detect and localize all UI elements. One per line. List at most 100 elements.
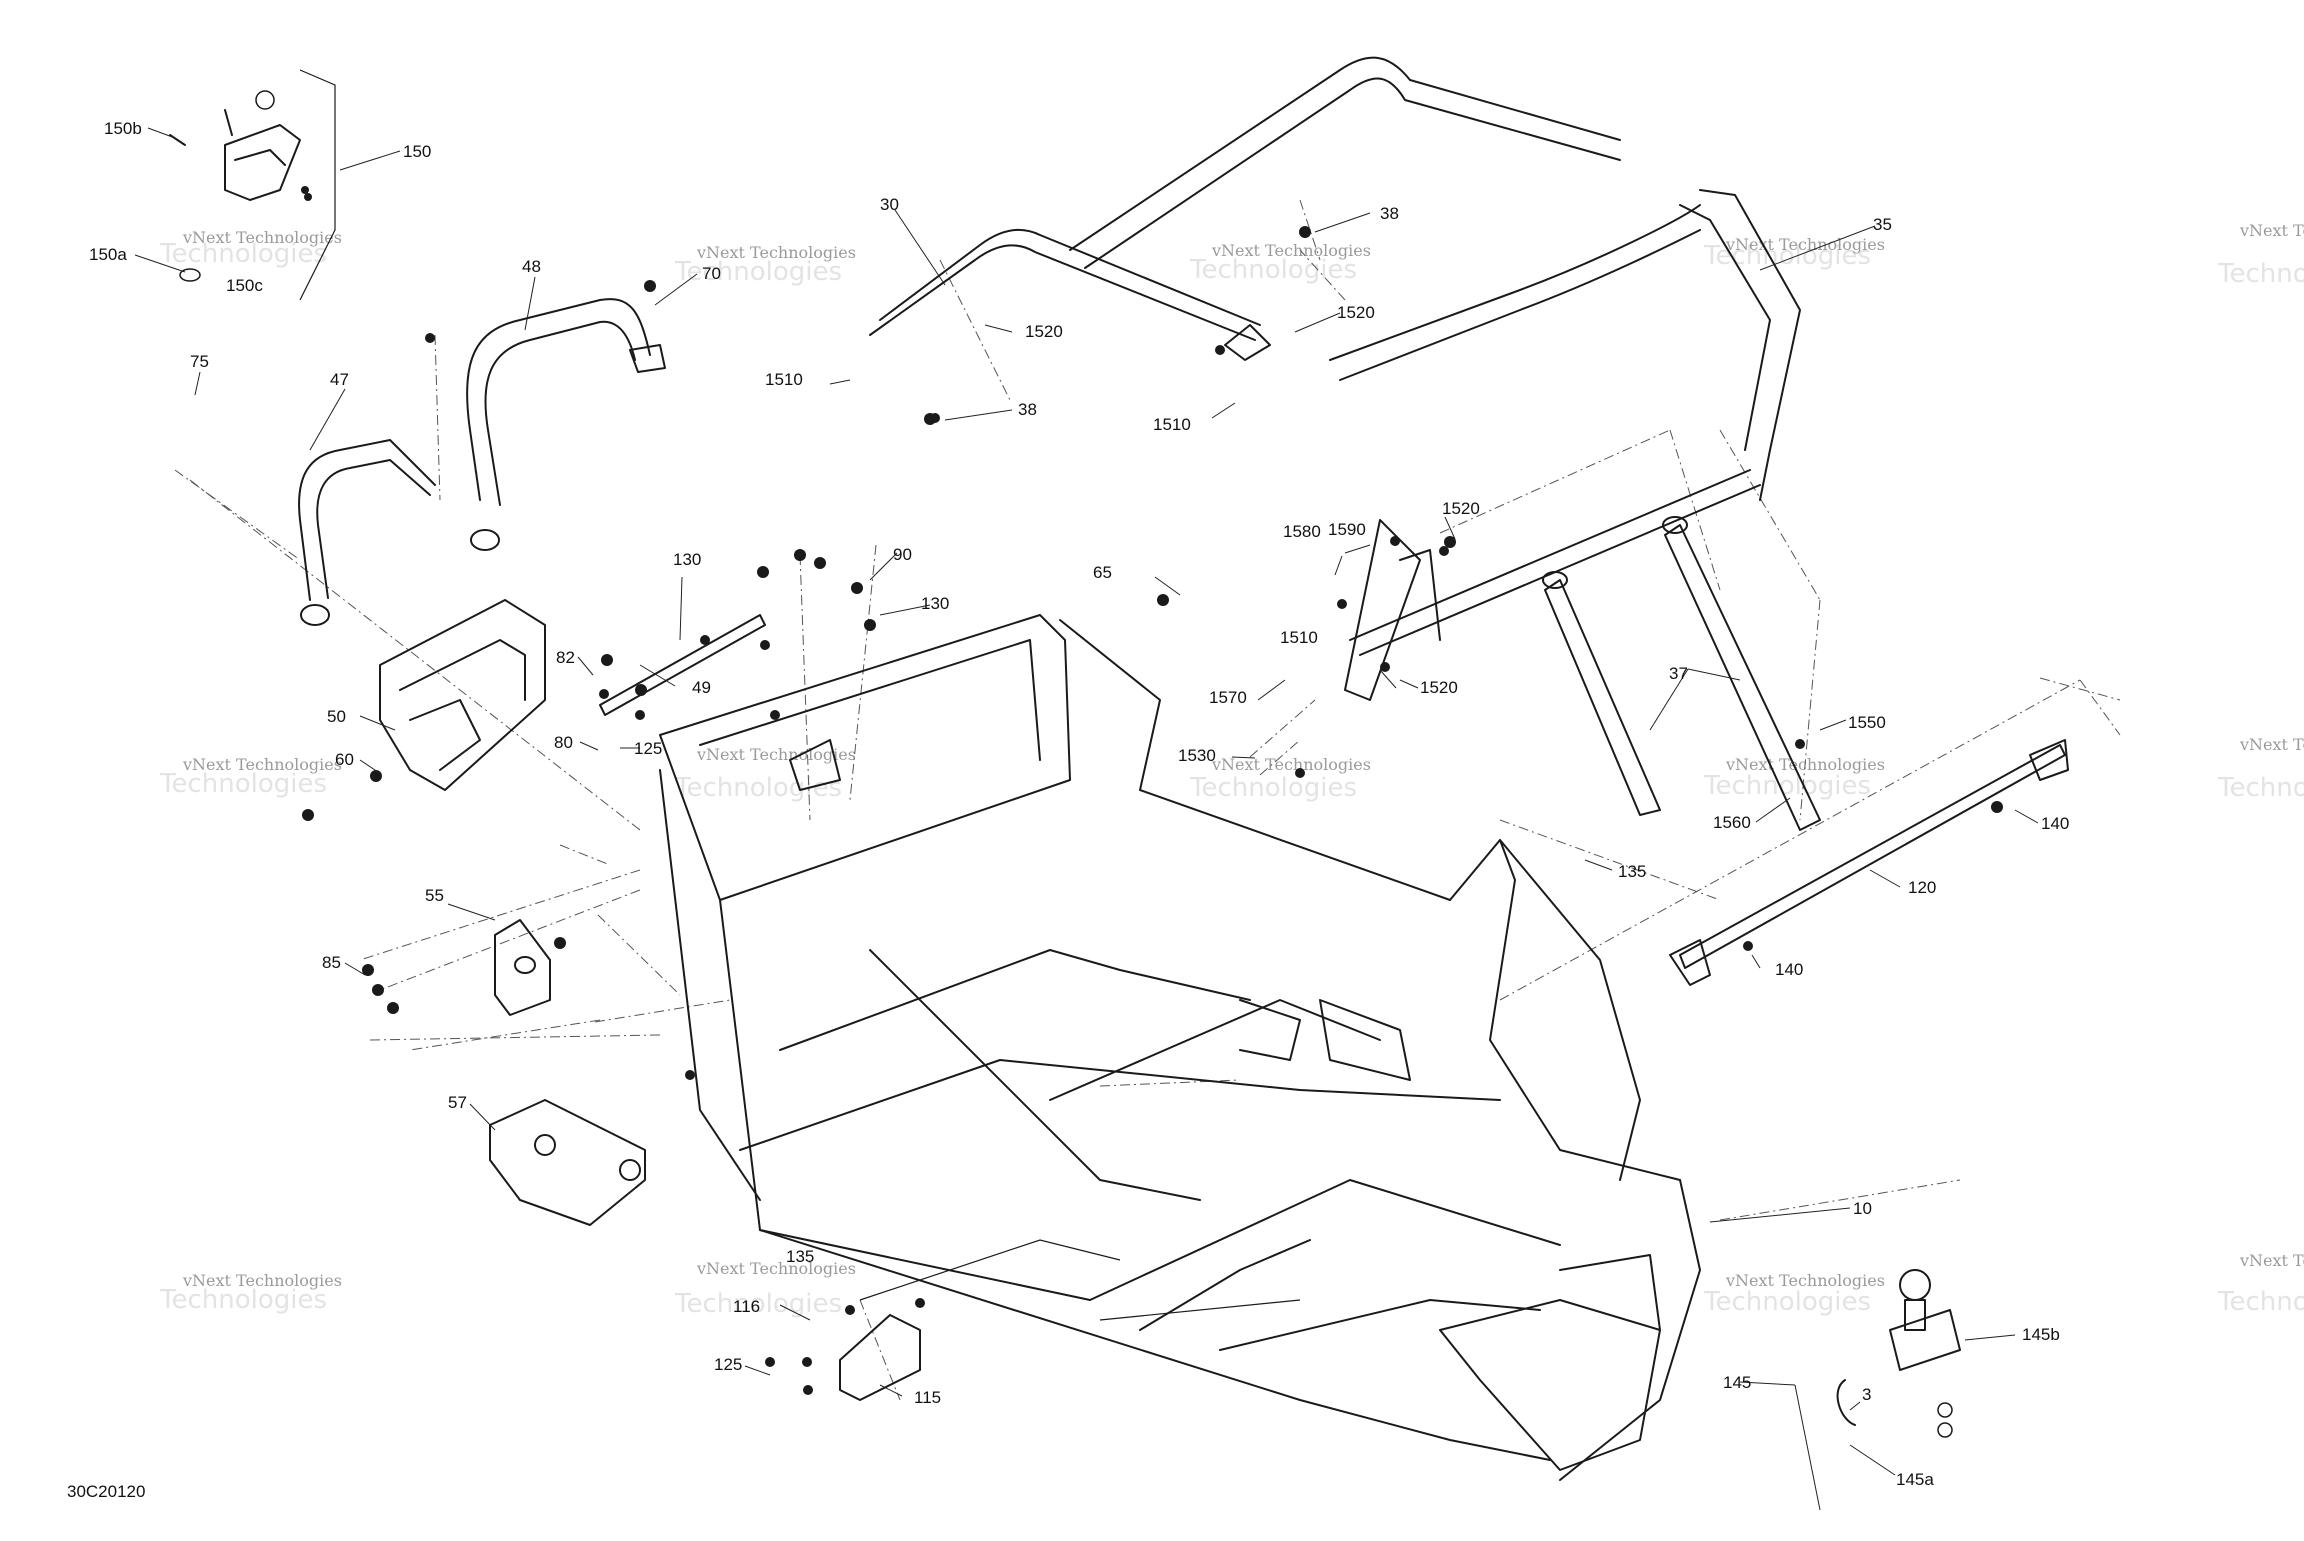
callout-1570: 1570 [1209, 688, 1247, 707]
callout-120: 120 [1908, 878, 1936, 897]
callout-1510-mid: 1510 [1153, 415, 1191, 434]
part-115-bracket [839, 1314, 921, 1401]
callout-115: 115 [914, 1388, 941, 1407]
watermark-text: Technologies [674, 257, 842, 287]
watermark-text: vNext Technologies [182, 1271, 342, 1290]
watermark-layer: Technologies vNext Technologies Technolo… [159, 221, 2304, 1319]
part-145-hitch [1836, 1269, 1961, 1438]
watermark-text: Technologies [1703, 771, 1871, 801]
part-47-tube-bracket [298, 439, 436, 626]
callout-1520-mid: 1520 [1337, 303, 1375, 322]
callout-49: 49 [692, 678, 711, 697]
callout-1550: 1550 [1848, 713, 1886, 732]
callout-55: 55 [425, 886, 444, 905]
callout-labels: 150b 150 150a 150c 48 47 75 70 30 38 38 … [89, 119, 2069, 1489]
part-150-bracket-assembly [169, 69, 336, 301]
callout-125-lower: 125 [714, 1355, 742, 1374]
callout-140-upper: 140 [2041, 814, 2069, 833]
callout-1510-front: 1510 [765, 370, 803, 389]
watermark-text: vNext Technologies [1725, 1271, 1885, 1290]
callout-116: 116 [733, 1297, 760, 1316]
part-30-front-roll-bar [869, 56, 1621, 361]
callout-150c: 150c [226, 276, 263, 295]
callout-140-lower: 140 [1775, 960, 1803, 979]
watermark-text: vNext Technologies [182, 228, 342, 247]
callout-47: 47 [330, 370, 349, 389]
callout-10: 10 [1853, 1199, 1872, 1218]
callout-leader-lines [134, 127, 2039, 1511]
callout-130-left: 130 [673, 550, 701, 569]
watermark-text: Technologies [159, 239, 327, 269]
hardware-fasteners [302, 193, 2003, 1395]
watermark-text: Technologies [1189, 255, 1357, 285]
callout-85: 85 [322, 953, 341, 972]
watermark-text: Technologies [2217, 259, 2304, 289]
callout-150b: 150b [104, 119, 142, 138]
callout-150: 150 [403, 142, 431, 161]
watermark-text: Technologies [1703, 1287, 1871, 1317]
callout-82: 82 [556, 648, 575, 667]
watermark-text: Technologies [674, 773, 842, 803]
part-50-mount-bracket [379, 599, 546, 791]
callout-1510-rear: 1510 [1280, 628, 1318, 647]
callout-30: 30 [880, 195, 899, 214]
watermark-text: vNext Technologies [696, 745, 856, 764]
watermark-text: vNext Technologies [696, 1259, 856, 1278]
watermark-text: vNext Technologies [1725, 235, 1885, 254]
callout-150a: 150a [89, 245, 127, 264]
watermark-text: Technologies [159, 769, 327, 799]
watermark-text: vNext Technologies [1211, 755, 1371, 774]
watermark-text: Technologies [159, 1285, 327, 1315]
callout-57: 57 [448, 1093, 467, 1112]
watermark-text: vNext Technologies [1211, 241, 1371, 260]
watermark-text: Technologies [2217, 1287, 2304, 1317]
watermark-text: vNext Technologies [2239, 1251, 2304, 1270]
callout-38-top: 38 [1380, 204, 1399, 223]
callout-125-upper: 125 [634, 739, 662, 758]
callout-50: 50 [327, 707, 346, 726]
callout-3: 3 [1862, 1385, 1871, 1404]
watermark-text: vNext Technologies [2239, 221, 2304, 240]
callout-35: 35 [1873, 215, 1892, 234]
callout-1590: 1590 [1328, 520, 1366, 539]
callout-80: 80 [554, 733, 573, 752]
callout-65: 65 [1093, 563, 1112, 582]
callout-145: 145 [1723, 1373, 1751, 1392]
callout-70: 70 [702, 264, 721, 283]
watermark-text: Technologies [1189, 773, 1357, 803]
part-57-mount [489, 1099, 646, 1226]
callout-37: 37 [1669, 664, 1688, 683]
diagram-code: 30C20120 [67, 1482, 145, 1501]
watermark-text: Technologies [674, 1289, 842, 1319]
part-35-rear-roll-bar [1329, 189, 1801, 701]
callout-38-bottom: 38 [1018, 400, 1037, 419]
watermark-text: vNext Technologies [696, 243, 856, 262]
part-49-bar [599, 614, 766, 716]
callout-1520-rear-upper: 1520 [1442, 499, 1480, 518]
callout-145b: 145b [2022, 1325, 2060, 1344]
callout-1560: 1560 [1713, 813, 1751, 832]
part-37-support-tubes [1542, 516, 1821, 831]
watermark-text: Technologies [2217, 773, 2304, 803]
part-55-mount [494, 919, 551, 1016]
callout-130-right: 130 [921, 594, 949, 613]
callout-90: 90 [893, 545, 912, 564]
callout-1530: 1530 [1178, 746, 1216, 765]
callout-1520-rear-lower: 1520 [1420, 678, 1458, 697]
watermark-text: vNext Technologies [2239, 735, 2304, 754]
watermark-text: vNext Technologies [182, 755, 342, 774]
callout-1580: 1580 [1283, 522, 1321, 541]
callout-48: 48 [522, 257, 541, 276]
callout-135-right: 135 [1618, 862, 1646, 881]
callout-135-lower: 135 [786, 1247, 814, 1266]
callout-75: 75 [190, 352, 209, 371]
part-48-tube-bracket [466, 298, 666, 551]
callout-1520-front: 1520 [1025, 322, 1063, 341]
callout-60: 60 [335, 750, 354, 769]
callout-145a: 145a [1896, 1470, 1934, 1489]
assembly-dash-lines [174, 199, 2121, 1401]
part-10-main-frame [659, 614, 1701, 1481]
part-120-rear-rail [1669, 739, 2069, 986]
